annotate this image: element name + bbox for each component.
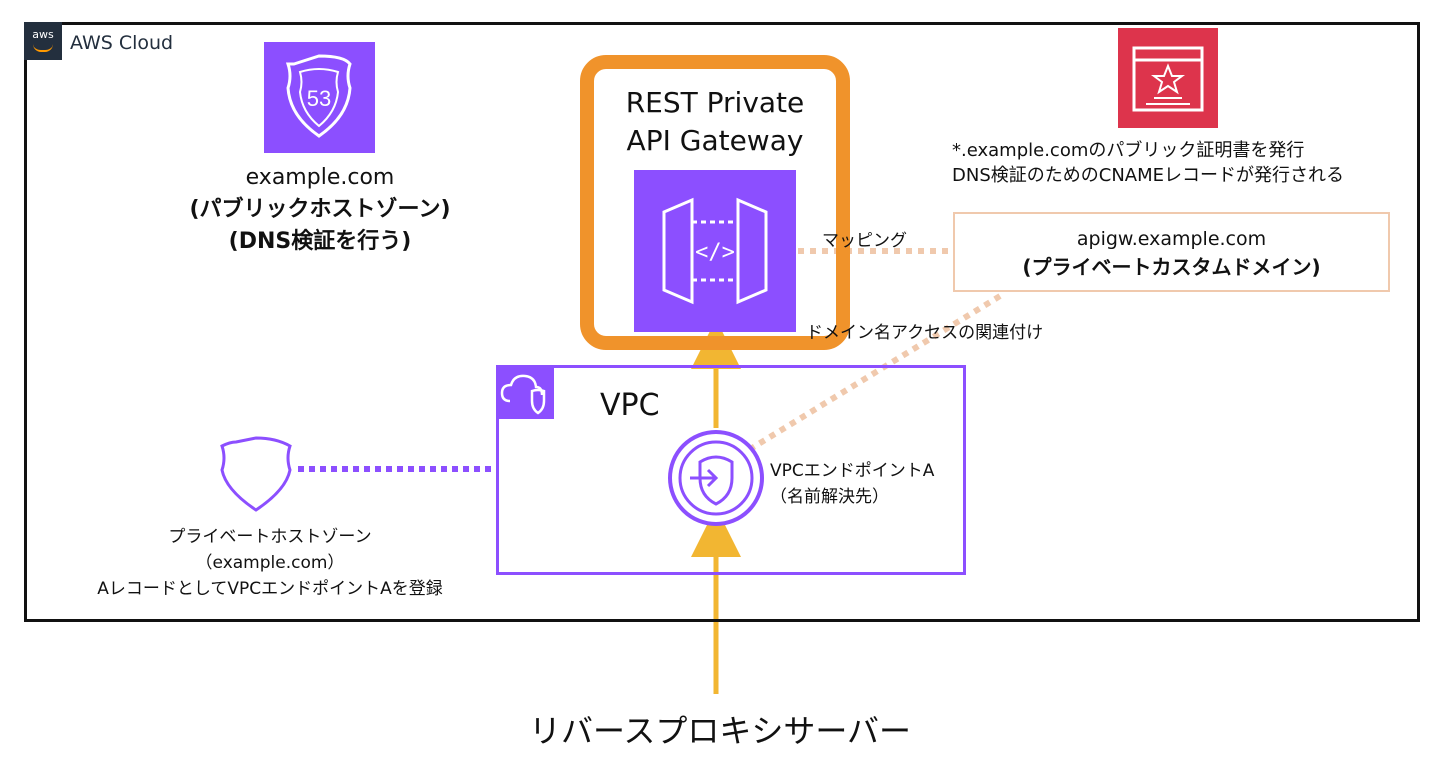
certificate-description: *.example.comのパブリック証明書を発行 DNS検証のためのCNAME… [952,138,1432,188]
certificate-icon [1118,28,1218,128]
private-zone-shield-icon [220,436,292,512]
route53-domain: example.com [245,165,395,190]
vpc-cloud-shield-icon [496,365,554,419]
mapping-label: マッピング [822,231,907,251]
vpc-endpoint-name: VPCエンドポイントA [770,461,935,481]
custom-domain-name: apigw.example.com [1076,228,1267,250]
custom-domain-type: (プライベートカスタムドメイン) [1022,255,1321,279]
aws-cloud-frame [24,22,1420,622]
route53-icon: 53 [264,42,375,153]
vpc-title: VPC [600,388,660,423]
reverse-proxy-label: リバースプロキシサーバー [528,712,912,750]
svg-text:</>: </> [695,240,735,265]
route53-badge-text: 53 [307,86,331,111]
vpc-endpoint-icon [668,430,764,526]
api-gateway-title: REST Private API Gateway [594,84,836,160]
private-zone-title: プライベートホストゾーン [168,527,372,547]
association-dotted-line [750,293,1002,451]
certificate-line1: *.example.comのパブリック証明書を発行 [952,140,1305,161]
certificate-line2: DNS検証のためのCNAMEレコードが発行される [952,165,1344,186]
route53-zone-type: (パブリックホストゾーン) [189,197,451,222]
route53-shield-icon: 53 [285,54,352,138]
route53-label: example.com (パブリックホストゾーン) (DNS検証を行う) [170,162,470,258]
private-zone-label: プライベートホストゾーン （example.com） AレコードとしてVPCエン… [30,524,510,602]
private-zone-record: AレコードとしてVPCエンドポイントAを登録 [97,579,443,599]
aws-logo-icon: aws [24,22,62,60]
route53-purpose: (DNS検証を行う) [228,229,412,254]
association-label: ドメイン名アクセスの関連付け [806,323,1044,343]
vpc-endpoint-note: （名前解決先） [770,487,889,507]
aws-cloud-label: AWS Cloud [70,32,174,54]
api-gateway-title-line1: REST Private [625,86,805,119]
vpc-endpoint-label: VPCエンドポイントA （名前解決先） [770,458,934,510]
aws-logo-text: aws [32,28,54,41]
api-gateway-highlight-frame [580,55,850,350]
private-zone-domain: （example.com） [195,553,345,573]
custom-domain-label: apigw.example.com (プライベートカスタムドメイン) [953,225,1390,281]
api-gateway-icon: </> [634,170,796,332]
custom-domain-box [953,212,1390,292]
vpc-frame [496,365,966,575]
api-gateway-title-line2: API Gateway [626,124,804,157]
